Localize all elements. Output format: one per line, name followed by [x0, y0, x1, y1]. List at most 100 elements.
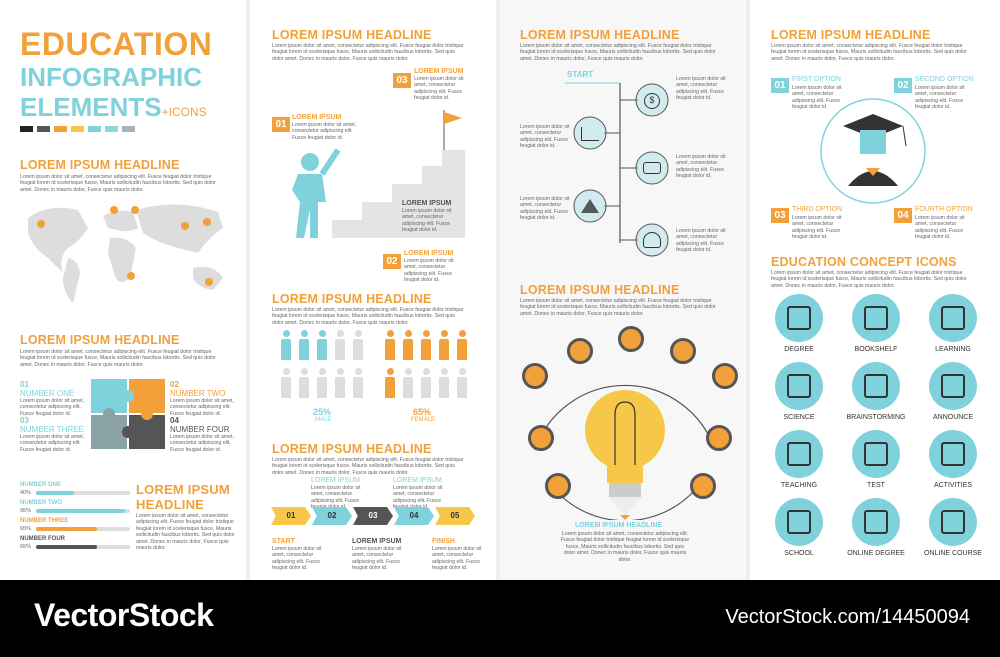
test-icon [852, 430, 900, 478]
female-label: FEMALE [411, 417, 436, 423]
main-title-line2: INFOGRAPHIC [20, 62, 202, 92]
color-swatches [20, 126, 135, 132]
watermark-bar [0, 580, 1000, 657]
map-pin-icon [131, 206, 139, 214]
bulb-node-icon [712, 363, 738, 389]
mountain-flag-icon [581, 199, 599, 213]
activities-icon [929, 430, 977, 478]
person-icon [280, 368, 292, 398]
option-text: Lorem ipsum dolor sit amet, consectetur … [915, 85, 965, 111]
person-icon [352, 368, 364, 398]
panel-2 [250, 0, 498, 580]
group-icon [643, 232, 661, 248]
person-icon [384, 368, 396, 398]
progress-bar [36, 509, 130, 513]
option-badge: 04 [894, 208, 912, 223]
stairs-text-02: Lorem ipsum dolor sit amet, consectetur … [404, 258, 454, 284]
text-map: Lorem ipsum dolor sit amet, consectetur … [20, 174, 216, 193]
person-icon [298, 368, 310, 398]
concept-icon-label: ONLINE COURSE [924, 550, 982, 557]
color-swatch [122, 126, 135, 132]
map-pin-icon [110, 206, 118, 214]
stairs-graphic [292, 110, 465, 238]
headline-stairs: LOREM IPSUM HEADLINE [272, 28, 432, 42]
progress-text: Lorem ipsum dolor sit amet, consectetur … [136, 513, 235, 552]
concept-icon-label: DEGREE [784, 346, 814, 353]
bulb-node-icon [528, 425, 554, 451]
puzzle-label: NUMBER ONE [20, 389, 75, 398]
stairs-label-03: LOREM IPSUM [414, 68, 464, 75]
watermark-id: VectorStock.com/14450094 [725, 606, 970, 628]
puzzle-num: 03 [20, 416, 29, 425]
headline-puzzle: LOREM IPSUM HEADLINE [20, 333, 180, 347]
learning-icon [929, 294, 977, 342]
color-swatch [37, 126, 50, 132]
text-concept: Lorem ipsum dolor sit amet, consectetur … [771, 270, 967, 289]
text-puzzle: Lorem ipsum dolor sit amet, consectetur … [20, 349, 216, 368]
timeline-mid-label: LOREM IPSUM [352, 538, 402, 545]
flow-text-4: Lorem ipsum dolor sit amet, consectetur … [520, 196, 570, 222]
money-icon: $ [644, 93, 660, 109]
headline-bulb: LOREM IPSUM HEADLINE [520, 283, 680, 297]
degree-icon [775, 294, 823, 342]
map-pin-icon [203, 218, 211, 226]
progress-value: 65% [20, 544, 32, 550]
male-label: MALE [315, 417, 332, 423]
main-title-suffix: +ICONS [161, 105, 207, 119]
bulb-node-icon [567, 338, 593, 364]
headline-options: LOREM IPSUM HEADLINE [771, 28, 931, 42]
person-icon [352, 330, 364, 360]
announce-icon [929, 362, 977, 410]
stairs-label-01: LOREM IPSUM [292, 114, 342, 121]
headline-timeline: LOREM IPSUM HEADLINE [272, 442, 432, 456]
color-swatch [105, 126, 118, 132]
text-options: Lorem ipsum dolor sit amet, consectetur … [771, 43, 967, 62]
bulb-node-icon [522, 363, 548, 389]
timeline-step: 02 [312, 507, 352, 525]
timeline-text-finish: Lorem ipsum dolor sit amet, consectetur … [432, 546, 482, 572]
puzzle-graphic [91, 379, 165, 449]
option-text: Lorem ipsum dolor sit amet, consectetur … [792, 215, 842, 241]
person-icon [402, 330, 414, 360]
panel-4 [750, 0, 1000, 580]
bulb-node-icon [670, 338, 696, 364]
concept-icon-label: SCIENCE [783, 414, 815, 421]
main-title-line1: EDUCATION [20, 26, 213, 62]
bulb-caption: LOREM IPSUM HEADLINE [575, 522, 663, 529]
chart-icon [581, 127, 599, 141]
timeline-text-mid: Lorem ipsum dolor sit amet, consectetur … [352, 546, 402, 572]
main-title-elements: ELEMENTS [20, 92, 162, 122]
puzzle-label: NUMBER THREE [20, 425, 84, 434]
puzzle-text: Lorem ipsum dolor sit amet, consectetur … [20, 398, 85, 417]
concept-icon-label: TEST [867, 482, 885, 489]
progress-fill [36, 545, 98, 549]
progress-label: NUMBER FOUR [20, 536, 65, 542]
progress-label: NUMBER TWO [20, 500, 62, 506]
progress-fill [36, 491, 74, 495]
map-pin-icon [205, 278, 213, 286]
headline-map: LOREM IPSUM HEADLINE [20, 158, 180, 172]
flow-start: START [567, 70, 594, 79]
person-icon [298, 330, 310, 360]
brainstorming-icon [852, 362, 900, 410]
concept-icon-label: ACTIVITIES [933, 482, 973, 489]
puzzle-label: NUMBER FOUR [170, 425, 230, 434]
color-swatch [71, 126, 84, 132]
map-pin-icon [181, 222, 189, 230]
person-icon [316, 330, 328, 360]
puzzle-num: 02 [170, 380, 179, 389]
progress-bar [36, 545, 130, 549]
puzzle-text: Lorem ipsum dolor sit amet, consectetur … [170, 434, 235, 453]
progress-fill [36, 527, 98, 531]
color-swatch [54, 126, 67, 132]
person-icon [420, 368, 432, 398]
concept-icon-label: ONLINE DEGREE [847, 550, 905, 557]
stairs-badge-02: 02 [383, 254, 401, 269]
timeline-start: START [272, 538, 295, 545]
watermark-logo: VectorStock [34, 597, 214, 633]
timeline-step: 03 [353, 507, 393, 525]
puzzle-num: 01 [20, 380, 29, 389]
person-icon [420, 330, 432, 360]
panel-divider [246, 0, 250, 580]
person-icon [384, 330, 396, 360]
